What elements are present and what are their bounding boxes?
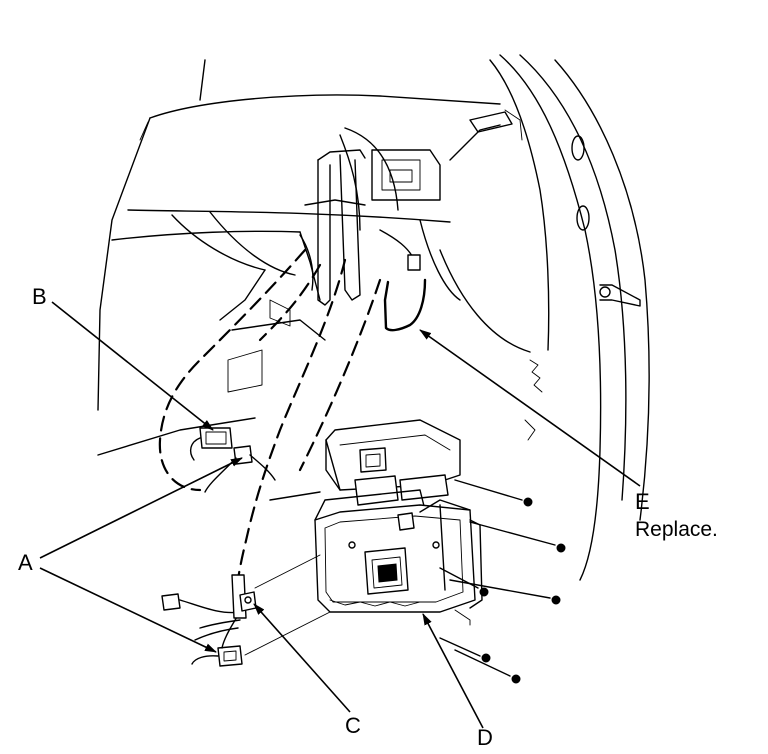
harness-routing-dashed bbox=[158, 248, 382, 592]
control-module-d bbox=[314, 419, 483, 626]
upper-bracket bbox=[299, 127, 441, 306]
callout-label-a: A bbox=[18, 550, 33, 575]
clip-c bbox=[231, 574, 257, 619]
replace-note: Replace. bbox=[635, 518, 718, 541]
leader-lines bbox=[39, 301, 641, 729]
mounting-bolts bbox=[439, 479, 566, 684]
connector-a-lower bbox=[161, 593, 243, 667]
harness-e bbox=[383, 278, 427, 332]
callout-label-d: D bbox=[477, 725, 493, 750]
connector-a-upper bbox=[204, 445, 276, 493]
guide-lines bbox=[244, 554, 331, 656]
callout-label-b: B bbox=[32, 284, 47, 309]
dashboard-outline bbox=[97, 59, 501, 501]
callout-label-c: C bbox=[345, 713, 361, 738]
callout-label-e: E bbox=[635, 489, 650, 514]
door-frame bbox=[419, 54, 650, 581]
connector-b bbox=[189, 427, 233, 461]
